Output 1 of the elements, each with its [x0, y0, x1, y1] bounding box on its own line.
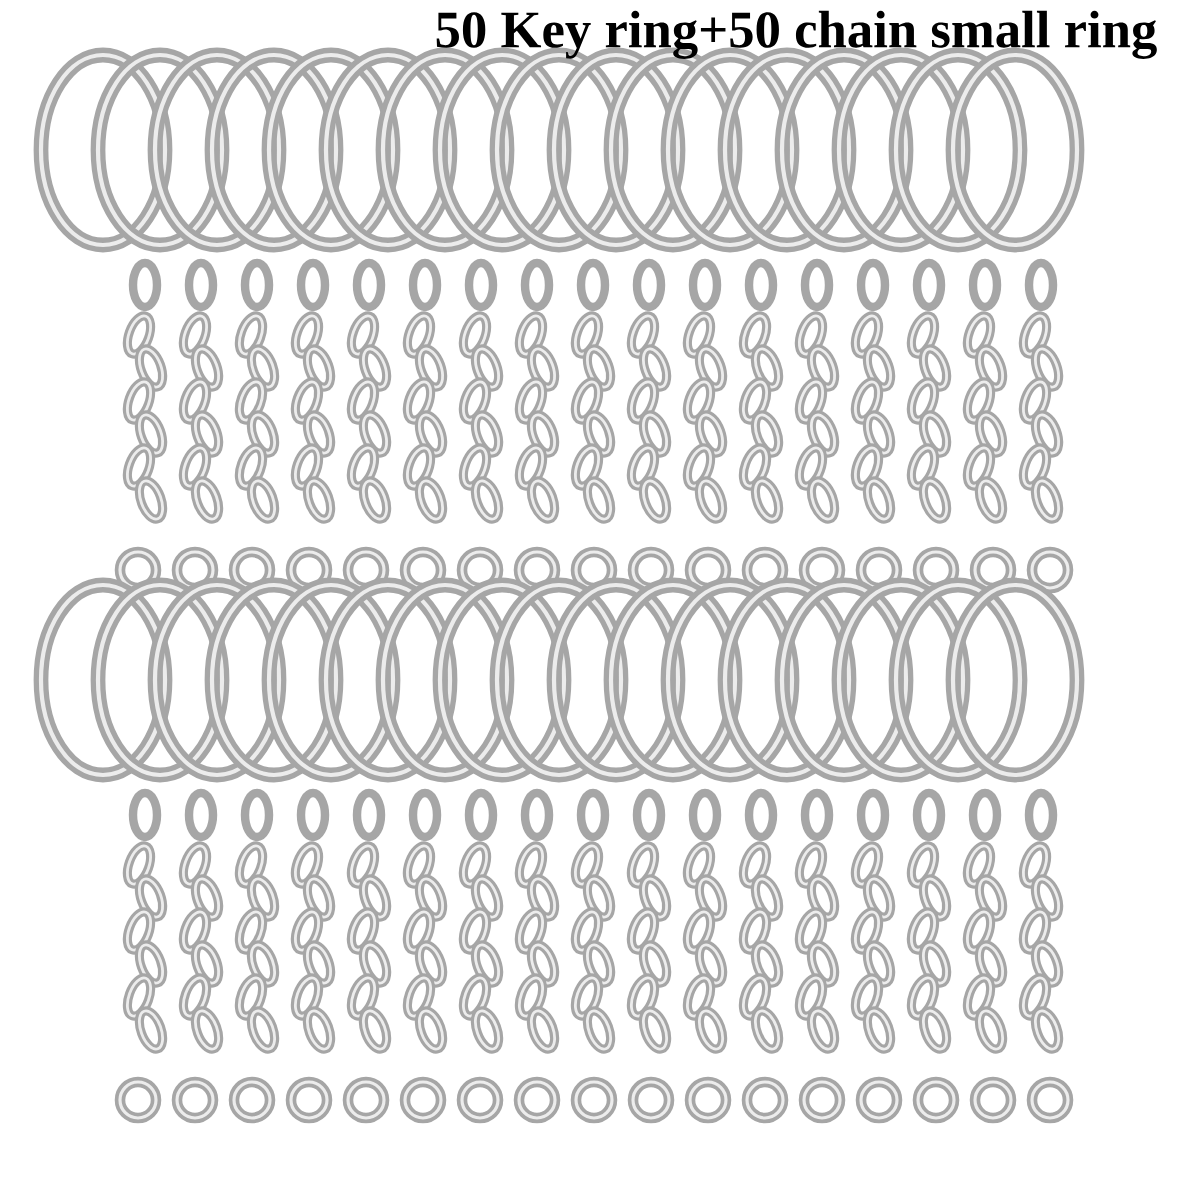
title: 50 Key ring+50 chain small ring: [436, 10, 1157, 59]
